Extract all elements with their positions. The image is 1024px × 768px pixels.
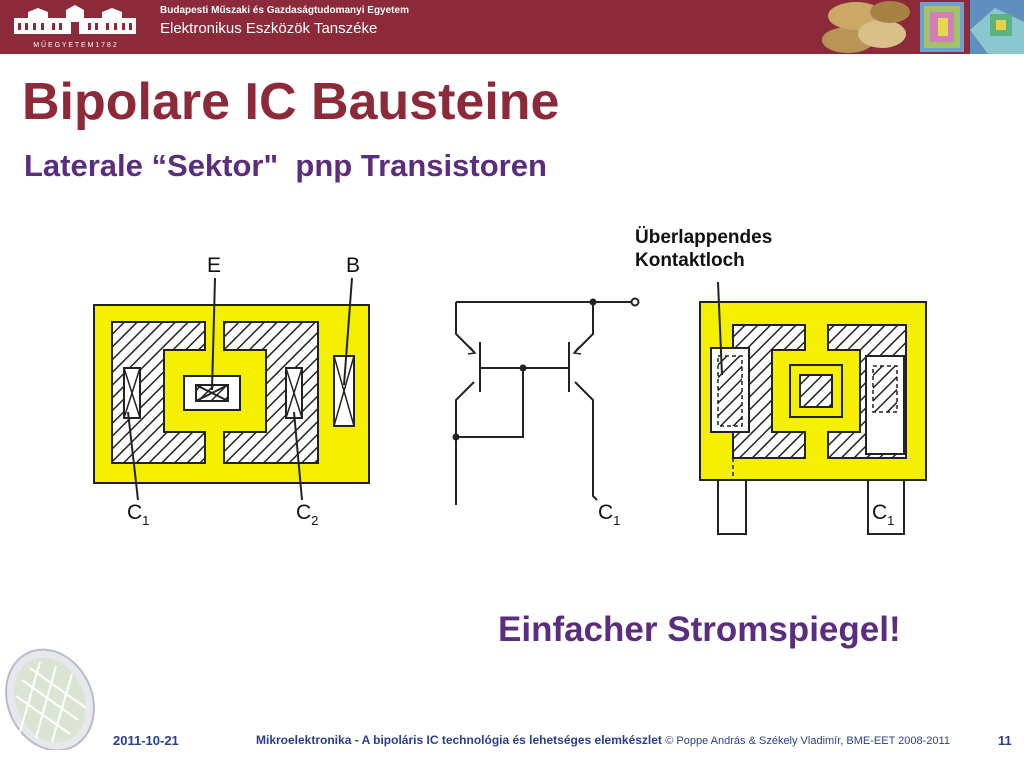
right-emitter-contact bbox=[799, 374, 833, 408]
right-layout-view: C1 bbox=[699, 281, 927, 535]
annotation-line-2: Kontaktloch bbox=[635, 250, 745, 271]
right-hatch-ring bbox=[732, 324, 907, 459]
c1-contact bbox=[123, 367, 141, 419]
label-c1-middle: C1 bbox=[598, 501, 620, 528]
university-logo: M Ű E G Y E T E M 1 7 8 2 bbox=[14, 5, 136, 49]
slide-subtitle: Laterale “Sektor" pnp Transistoren bbox=[24, 148, 547, 183]
label-c1-left: C1 bbox=[127, 501, 149, 528]
logo-text: M Ű E G Y E T E M 1 7 8 2 bbox=[33, 40, 117, 49]
footer-credit: © Poppe András & Székely Vladimír, BME-E… bbox=[665, 735, 950, 747]
header-bar: M Ű E G Y E T E M 1 7 8 2 Budapesti Műsz… bbox=[0, 0, 1024, 54]
emitter-contact bbox=[195, 384, 229, 402]
conclusion-text: Einfacher Stromspiegel! bbox=[498, 610, 901, 649]
right-base-contact bbox=[872, 365, 898, 413]
junction-dot-base bbox=[519, 364, 527, 372]
page-number: 11 bbox=[998, 733, 1012, 748]
university-name: Budapesti Műszaki és Gazdaságtudomanyi E… bbox=[160, 5, 409, 16]
label-c2: C2 bbox=[296, 501, 318, 528]
junction-dot-top bbox=[589, 298, 597, 306]
label-base: B bbox=[346, 254, 360, 277]
right-lower-lead-left bbox=[717, 479, 747, 535]
wafer-photo-strip bbox=[822, 0, 1024, 54]
footer-course: Mikroelektronika - A bipoláris IC techno… bbox=[256, 733, 662, 747]
collector-c1-region bbox=[111, 321, 206, 464]
annotation-line-1: Überlappendes bbox=[635, 227, 773, 248]
department-name: Elektronikus Eszközök Tanszéke bbox=[160, 20, 378, 37]
contact-hole-annotation: Überlappendes Kontaktloch bbox=[635, 226, 772, 272]
wafer-icon bbox=[5, 648, 95, 750]
label-emitter: E bbox=[207, 254, 221, 277]
c2-contact bbox=[285, 367, 303, 419]
current-mirror-schematic bbox=[455, 297, 640, 505]
label-c1-right: C1 bbox=[872, 501, 894, 528]
right-lower-lead-right bbox=[867, 479, 905, 535]
footer-text: Mikroelektronika - A bipoláris IC techno… bbox=[256, 733, 950, 747]
footer-date: 2011-10-21 bbox=[113, 733, 179, 748]
junction-dot-left bbox=[452, 433, 460, 441]
left-layout-view: E B C1 C2 bbox=[93, 254, 370, 528]
base-contact bbox=[333, 355, 355, 427]
slide-title: Bipolare IC Bausteine bbox=[22, 73, 560, 131]
